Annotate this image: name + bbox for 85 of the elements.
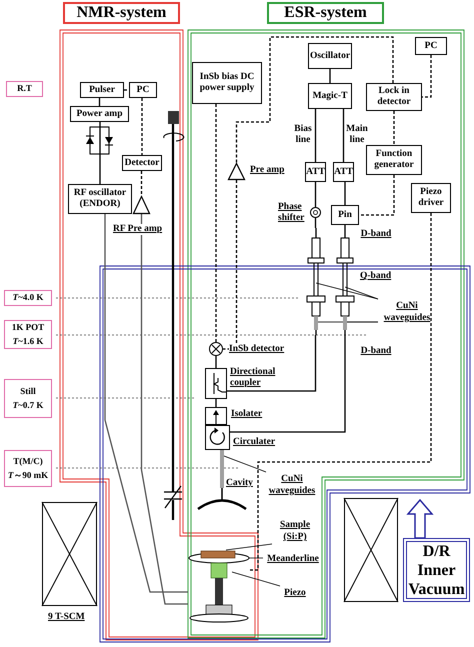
instrument-box: Piezo driver (411, 183, 451, 213)
callout-text: Meanderline (263, 552, 323, 565)
amplifier-symbol (228, 163, 245, 180)
callout-text: CuNi waveguides (378, 299, 436, 325)
connector-line (314, 109, 316, 162)
stage-text-line: Still (20, 385, 36, 398)
component-label: 9 T-SCM (48, 612, 85, 623)
stage-text-line: T~1.6 K (12, 334, 44, 348)
connector-line (104, 214, 188, 593)
instrument-box: Magic-T (308, 83, 352, 109)
temperature-stage-label (4, 450, 52, 487)
callout-text: CuNi waveguides (266, 472, 318, 498)
stage-text-line: 1K POT (12, 321, 44, 334)
component-label: Circulater (233, 437, 276, 448)
stage-text-line: T(M/C) (13, 455, 43, 468)
dashed-signal-line (223, 180, 238, 350)
stage-text-line: T~0.7 K (12, 398, 44, 412)
instrument-box: PC (129, 82, 157, 98)
connector-line (314, 182, 316, 207)
instrument-box: Function generator (366, 145, 422, 175)
system-title: ESR-system (267, 2, 384, 24)
callout-text: Sample (Si:P) (272, 518, 318, 544)
leader-line (344, 286, 378, 300)
instrument-box: Lock in detector (366, 83, 422, 111)
dashed-signal-line (393, 111, 395, 145)
component-label: RF Pre amp (113, 224, 162, 235)
instrument-box: Oscillator (308, 43, 352, 69)
component-label: Cavity (226, 478, 253, 489)
temperature-stage-label (4, 320, 52, 349)
annotation-label: D-band (360, 229, 392, 240)
instrument-box: PC (415, 37, 447, 55)
block-arrow (406, 498, 434, 539)
waveguide-line (220, 450, 224, 488)
circulator-symbol (205, 425, 230, 450)
directional-coupler-symbol (205, 368, 227, 399)
annotation-label: Main line (345, 124, 369, 146)
component-label: Q-band (360, 271, 392, 282)
leader-line (232, 572, 280, 586)
component-label: Isolater (231, 409, 262, 420)
leader-line (224, 456, 266, 472)
connector-line (227, 335, 316, 392)
instrument-box: Pin (331, 205, 359, 225)
instrument-box: ATT (305, 162, 326, 182)
connector-line (342, 109, 344, 162)
connector-line (140, 214, 188, 605)
waveguide-drawing (336, 228, 354, 335)
dashed-signal-line (140, 171, 142, 196)
dashed-signal-line (250, 213, 432, 571)
magnet-coil-symbol (42, 502, 97, 606)
dashed-signal-line (215, 104, 217, 342)
dashed-signal-line (124, 89, 129, 91)
component-label: InSb detector (229, 344, 284, 355)
callout-text: Piezo (280, 586, 310, 599)
component-label: Pre amp (250, 165, 284, 176)
dashed-signal-line (141, 98, 143, 155)
stage-text-line: T～90 mK (8, 468, 48, 482)
connector-line (215, 356, 217, 368)
isolator-symbol (205, 407, 227, 425)
temperature-stage-label (4, 379, 52, 418)
connector-line (344, 182, 346, 205)
vacuum-label-box: D/R Inner Vacuum (403, 538, 470, 602)
connector-line (230, 335, 346, 433)
cavity-drawing (196, 488, 248, 510)
connector-line (329, 69, 331, 83)
instrument-box: InSb bias DC power supply (192, 62, 262, 104)
temperature-stage-label: R.T (6, 81, 43, 97)
sample-stage-drawing (188, 548, 250, 624)
connector-line (314, 218, 316, 228)
instrument-box: Power amp (70, 106, 129, 122)
system-title: NMR-system (63, 2, 180, 24)
leader-line (316, 282, 378, 300)
instrument-box: Pulser (80, 82, 124, 98)
annotation-label: Bias line (293, 124, 313, 146)
phase-shifter-symbol (310, 207, 321, 218)
waveguide-drawing (306, 228, 324, 335)
detector-symbol (209, 342, 223, 356)
dashed-signal-line (236, 36, 394, 163)
instrument-box: ATT (333, 162, 354, 182)
dashed-signal-line (422, 55, 432, 98)
magnet-coil-symbol (344, 498, 398, 602)
instrument-box: Detector (122, 155, 162, 171)
connector-line (99, 122, 101, 184)
annotation-label: D-band (360, 346, 392, 357)
temperature-stage-label: T~4.0 K (4, 290, 52, 306)
dashed-signal-line (359, 175, 395, 216)
